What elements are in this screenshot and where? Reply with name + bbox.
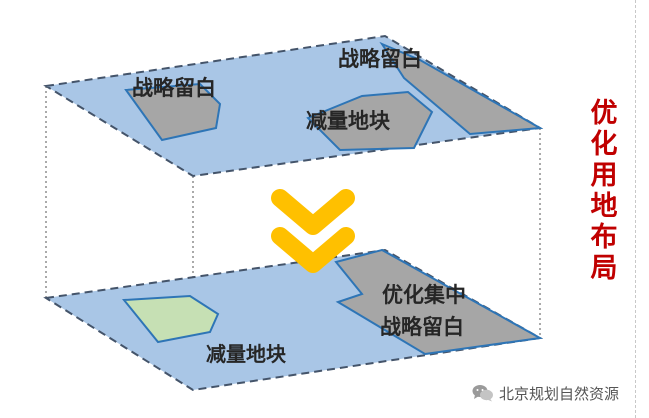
wechat-icon <box>472 385 493 402</box>
side-title-char: 局 <box>590 253 618 284</box>
top-reduced-plot <box>306 90 434 152</box>
bottom-optimized-reserve-plot <box>334 248 544 356</box>
side-title-char: 布 <box>590 222 618 253</box>
watermark: 北京规划自然资源 <box>472 383 619 403</box>
chevron-lower <box>271 227 355 273</box>
bottom-optimized-label-line2: 战略留白 <box>380 315 464 339</box>
top-strategic-reserve-left-label: 战略留白 <box>132 76 216 100</box>
top-reduced-plot-label: 减量地块 <box>306 109 391 133</box>
bottom-optimized-label-line1: 优化集中 <box>382 283 466 307</box>
side-title-char: 用 <box>590 160 618 191</box>
bottom-reduced-plot <box>122 294 220 344</box>
top-layer: 战略留白 战略留白 减量地块 <box>43 34 544 178</box>
chevron-upper <box>271 189 355 235</box>
side-title-char: 化 <box>590 129 618 160</box>
bottom-reduced-plot-label: 减量地块 <box>206 342 287 366</box>
side-title-char: 优 <box>590 98 618 129</box>
double-chevron-down-icon <box>271 189 355 273</box>
top-strategic-reserve-right-label: 战略留白 <box>338 47 422 71</box>
side-title-optimize-land-layout: 优 化 用 地 布 局 <box>580 98 628 284</box>
top-strategic-reserve-right-plot <box>379 41 544 136</box>
page-edge-divider <box>635 0 636 418</box>
watermark-text: 北京规划自然资源 <box>499 384 620 403</box>
side-title-char: 地 <box>590 191 618 222</box>
bottom-layer: 减量地块 优化集中 战略留白 <box>43 248 544 392</box>
top-strategic-reserve-left-plot <box>124 82 222 142</box>
